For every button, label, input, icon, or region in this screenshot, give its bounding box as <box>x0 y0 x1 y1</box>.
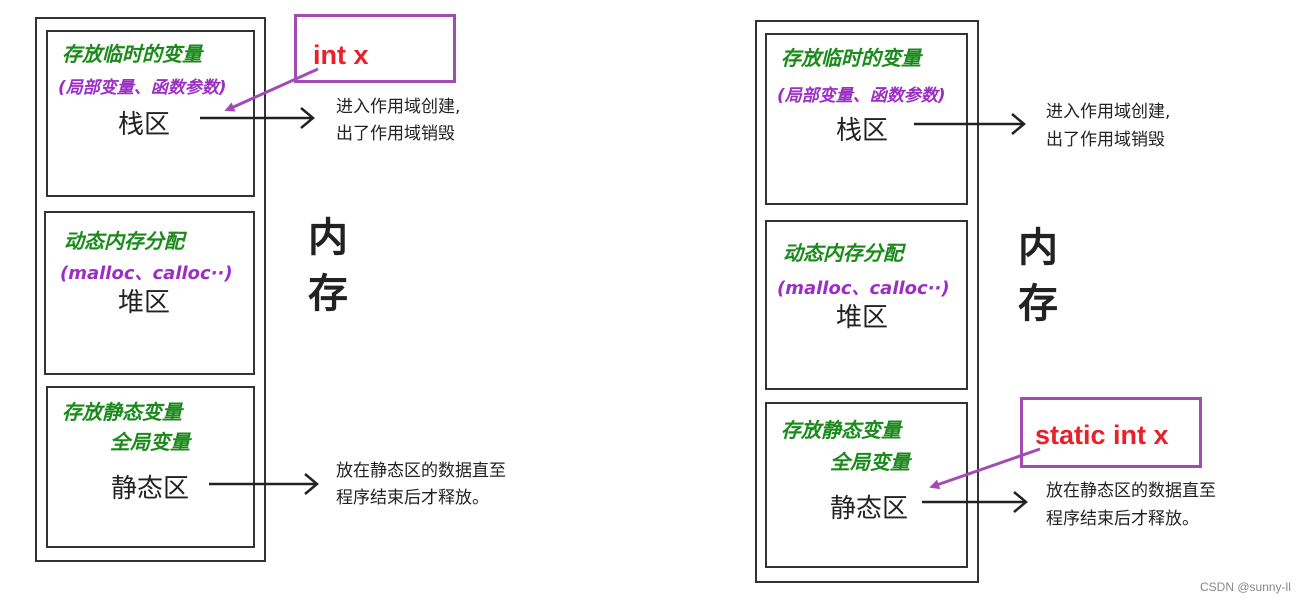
right-memory-label-1: 内 <box>1018 225 1058 271</box>
right-stack-desc-line1: 进入作用域创建, <box>1046 102 1171 122</box>
right-stack-box <box>765 33 968 205</box>
left-heap-box <box>44 211 255 375</box>
right-callout-pointer <box>929 447 1041 490</box>
right-callout-text: static int x <box>1035 420 1169 450</box>
left-memory-label-2: 存 <box>308 271 348 317</box>
right-stack-desc-line2: 出了作用域销毁 <box>1046 130 1165 150</box>
right-static-arrow <box>922 491 1028 513</box>
right-heap-note-detail: (malloc、calloc··) <box>777 278 950 299</box>
right-static-box <box>765 402 968 568</box>
left-static-arrow <box>209 473 319 495</box>
right-memory-outer-box <box>755 20 979 583</box>
left-stack-note-detail: (局部变量、函数参数) <box>58 78 227 98</box>
right-static-note: 存放静态变量 <box>781 418 901 442</box>
left-callout-text: int x <box>313 40 369 70</box>
right-stack-label: 栈区 <box>836 116 889 146</box>
left-stack-box <box>46 30 255 197</box>
left-stack-desc-line2: 出了作用域销毁 <box>336 124 455 144</box>
right-static-desc-line2: 程序结束后才释放。 <box>1046 509 1199 529</box>
right-stack-note: 存放临时的变量 <box>781 46 921 70</box>
left-stack-note: 存放临时的变量 <box>62 42 202 66</box>
right-memory-label-2: 存 <box>1018 281 1058 327</box>
left-static-note-detail: 全局变量 <box>110 430 190 454</box>
left-static-label: 静态区 <box>111 474 190 504</box>
left-memory-outer-box <box>35 17 266 562</box>
right-static-desc-line1: 放在静态区的数据直至 <box>1046 481 1216 501</box>
left-heap-note-detail: (malloc、calloc··) <box>60 263 233 284</box>
right-stack-note-detail: (局部变量、函数参数) <box>777 86 946 106</box>
left-memory-label-1: 内 <box>308 215 348 261</box>
right-static-label: 静态区 <box>830 494 909 524</box>
left-stack-desc-line1: 进入作用域创建, <box>336 97 461 117</box>
right-callout-box <box>1020 397 1202 468</box>
right-heap-label: 堆区 <box>836 303 889 333</box>
left-static-box <box>46 386 255 548</box>
left-static-desc-line2: 程序结束后才释放。 <box>336 488 489 508</box>
right-static-note-detail: 全局变量 <box>830 450 910 474</box>
left-heap-label: 堆区 <box>118 288 171 318</box>
left-static-desc-line1: 放在静态区的数据直至 <box>336 461 506 481</box>
right-stack-arrow <box>914 113 1026 135</box>
watermark: CSDN @sunny-ll <box>1200 580 1291 594</box>
left-heap-note: 动态内存分配 <box>64 229 184 253</box>
left-stack-label: 栈区 <box>118 110 171 140</box>
left-callout-box <box>294 14 456 83</box>
right-heap-note: 动态内存分配 <box>783 241 903 265</box>
right-heap-box <box>765 220 968 390</box>
left-stack-arrow <box>200 107 315 129</box>
left-static-note: 存放静态变量 <box>62 400 182 424</box>
left-callout-pointer <box>224 67 319 112</box>
